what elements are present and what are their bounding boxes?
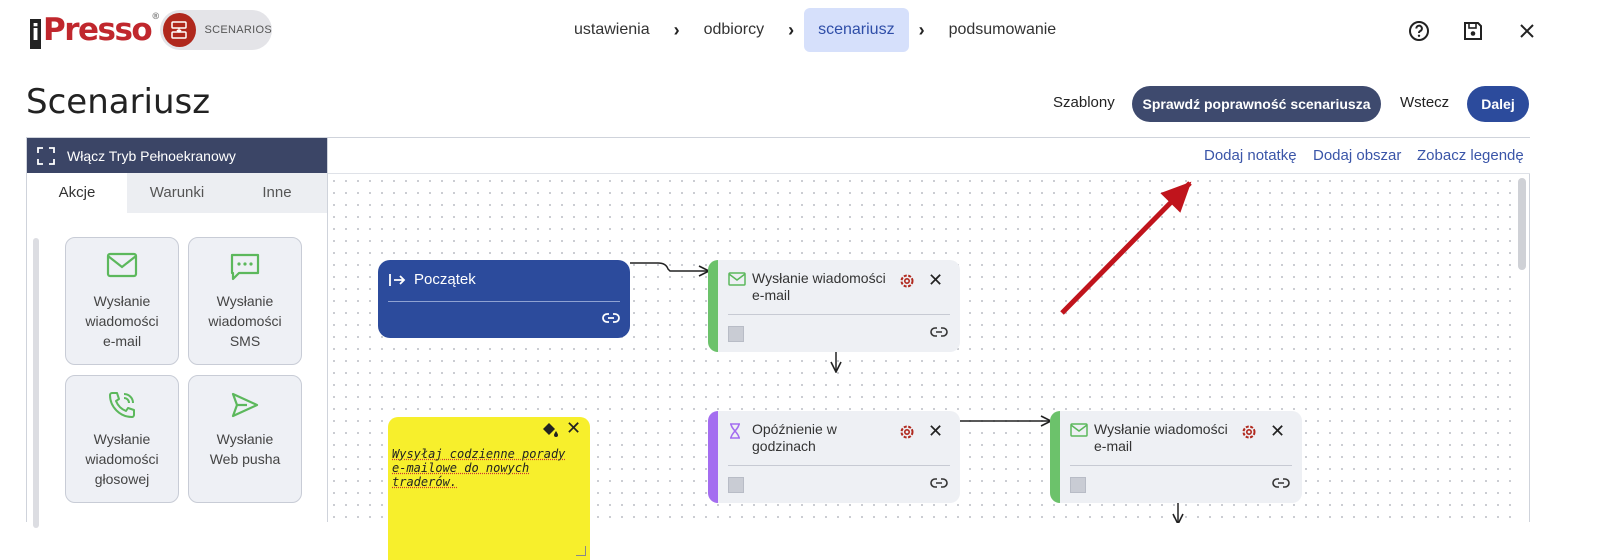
page-title: Scenariusz — [26, 82, 210, 122]
show-legend-link[interactable]: Zobacz legendę — [1417, 147, 1524, 164]
link-icon[interactable] — [602, 312, 620, 324]
tile-sms-line1: Wysłanie — [195, 291, 295, 311]
tile-voice-line2: wiadomości — [72, 449, 172, 469]
tile-email-line2: wiadomości — [72, 311, 172, 331]
tile-voice[interactable]: Wysłanie wiadomości głosowej — [65, 375, 179, 503]
scenarios-badge: SCENARIOS — [160, 10, 272, 50]
close-icon[interactable]: ✕ — [1270, 421, 1285, 442]
start-node-label: Początek — [414, 271, 476, 288]
tile-sms[interactable]: Wysłanie wiadomości SMS — [188, 237, 302, 365]
node-checkbox[interactable] — [728, 477, 744, 493]
node-delay-line1: Opóźnienie w — [752, 421, 892, 438]
node-email-1-line1: Wysłanie wiadomości — [752, 270, 892, 287]
wizard-steps: ustawienia › odbiorcy › scenariusz › pod… — [560, 8, 1070, 52]
send-icon — [229, 390, 261, 420]
close-icon[interactable]: ✕ — [566, 418, 581, 439]
logo-text: Presso — [43, 12, 151, 48]
note-line1: Wysyłaj codzienne porady — [392, 447, 565, 461]
tile-sms-line3: SMS — [195, 331, 295, 351]
link-icon[interactable] — [1272, 477, 1290, 489]
start-icon — [388, 273, 406, 287]
node-checkbox[interactable] — [728, 326, 744, 342]
scenarios-icon — [163, 13, 196, 47]
canvas-scrollbar[interactable] — [1518, 178, 1526, 270]
chevron-right-icon: › — [909, 20, 935, 41]
note-line2: e-mailowe do nowych — [392, 461, 529, 475]
panel-tabs: Akcje Warunki Inne — [27, 173, 327, 214]
panel-body: Wysłanie wiadomości e-mail Wysłanie wiad… — [27, 214, 327, 524]
tile-email-line1: Wysłanie — [72, 291, 172, 311]
note-line3: traderów. — [392, 475, 457, 489]
sms-icon — [229, 252, 261, 282]
tab-actions[interactable]: Akcje — [27, 173, 127, 213]
fullscreen-label: Włącz Tryb Pełnoekranowy — [67, 148, 236, 164]
tab-other[interactable]: Inne — [227, 173, 327, 213]
panel-scrollbar[interactable] — [33, 238, 39, 528]
canvas-grid[interactable]: Początek Wysłanie wiadomości e-mail ✕ Op… — [328, 175, 1516, 523]
add-note-link[interactable]: Dodaj notatkę — [1204, 147, 1297, 164]
fullscreen-toggle[interactable]: Włącz Tryb Pełnoekranowy — [27, 138, 327, 173]
ipresso-logo[interactable]: iPresso® — [30, 10, 160, 50]
tab-conditions[interactable]: Warunki — [127, 173, 227, 213]
node-email-1-line2: e-mail — [752, 287, 892, 304]
tile-sms-line2: wiadomości — [195, 311, 295, 331]
add-area-link[interactable]: Dodaj obszar — [1313, 147, 1401, 164]
close-icon[interactable]: ✕ — [928, 270, 943, 291]
fullscreen-icon — [37, 147, 55, 165]
node-email-2[interactable]: Wysłanie wiadomości e-mail ✕ — [1050, 411, 1302, 503]
top-bar: iPresso® SCENARIOS ustawienia › odbiorcy… — [0, 0, 1600, 62]
next-button[interactable]: Dalej — [1467, 86, 1529, 122]
node-delay-line2: godzinach — [752, 438, 892, 455]
mail-icon — [1070, 423, 1088, 437]
validate-scenario-button[interactable]: Sprawdź poprawność scenariusza — [1132, 86, 1381, 122]
node-email-2-line1: Wysłanie wiadomości — [1094, 421, 1234, 438]
tile-email-line3: e-mail — [72, 331, 172, 351]
step-scenario[interactable]: scenariusz — [804, 8, 908, 52]
node-email-1[interactable]: Wysłanie wiadomości e-mail ✕ — [708, 260, 960, 352]
gear-icon[interactable] — [1240, 423, 1258, 441]
scenario-canvas[interactable]: Dodaj notatkę Dodaj obszar Zobacz legend… — [328, 137, 1530, 522]
hourglass-icon — [728, 423, 742, 439]
step-recipients[interactable]: odbiorcy — [690, 8, 778, 52]
step-settings[interactable]: ustawienia — [560, 8, 664, 52]
tile-voice-line3: głosowej — [72, 469, 172, 489]
save-icon[interactable] — [1460, 18, 1486, 44]
link-icon[interactable] — [930, 326, 948, 338]
node-email-2-line2: e-mail — [1094, 438, 1234, 455]
close-icon[interactable] — [1514, 18, 1540, 44]
annotation-arrow — [1062, 183, 1190, 313]
node-checkbox[interactable] — [1070, 477, 1086, 493]
canvas-toolbar: Dodaj notatkę Dodaj obszar Zobacz legend… — [328, 138, 1530, 174]
help-icon[interactable] — [1406, 18, 1432, 44]
close-icon[interactable]: ✕ — [928, 421, 943, 442]
gear-icon[interactable] — [898, 272, 916, 290]
badge-label: SCENARIOS — [205, 24, 273, 36]
resize-handle[interactable] — [576, 546, 586, 556]
phone-icon — [106, 390, 138, 420]
tile-web-push-line2: Web pusha — [195, 449, 295, 469]
step-summary[interactable]: podsumowanie — [935, 8, 1071, 52]
chevron-right-icon: › — [778, 20, 804, 41]
tile-voice-line1: Wysłanie — [72, 429, 172, 449]
tile-email[interactable]: Wysłanie wiadomości e-mail — [65, 237, 179, 365]
actions-panel: Włącz Tryb Pełnoekranowy Akcje Warunki I… — [26, 137, 328, 522]
tile-web-push[interactable]: Wysłanie Web pusha — [188, 375, 302, 503]
templates-button[interactable]: Szablony — [1053, 94, 1115, 111]
gear-icon[interactable] — [898, 423, 916, 441]
tile-web-push-line1: Wysłanie — [195, 429, 295, 449]
logo-letter: i — [30, 19, 41, 49]
chevron-right-icon: › — [664, 20, 690, 41]
back-button[interactable]: Wstecz — [1400, 94, 1449, 111]
mail-icon — [106, 252, 138, 278]
link-icon[interactable] — [930, 477, 948, 489]
connector-start-email — [630, 263, 708, 271]
note-textarea[interactable]: Wysyłaj codzienne porady e-mailowe do no… — [392, 447, 582, 489]
sticky-note[interactable]: ✕ Wysyłaj codzienne porady e-mailowe do … — [388, 417, 590, 560]
node-delay[interactable]: Opóźnienie w godzinach ✕ — [708, 411, 960, 503]
mail-icon — [728, 272, 746, 286]
fill-color-icon[interactable] — [540, 421, 560, 439]
start-node[interactable]: Początek — [378, 260, 630, 338]
